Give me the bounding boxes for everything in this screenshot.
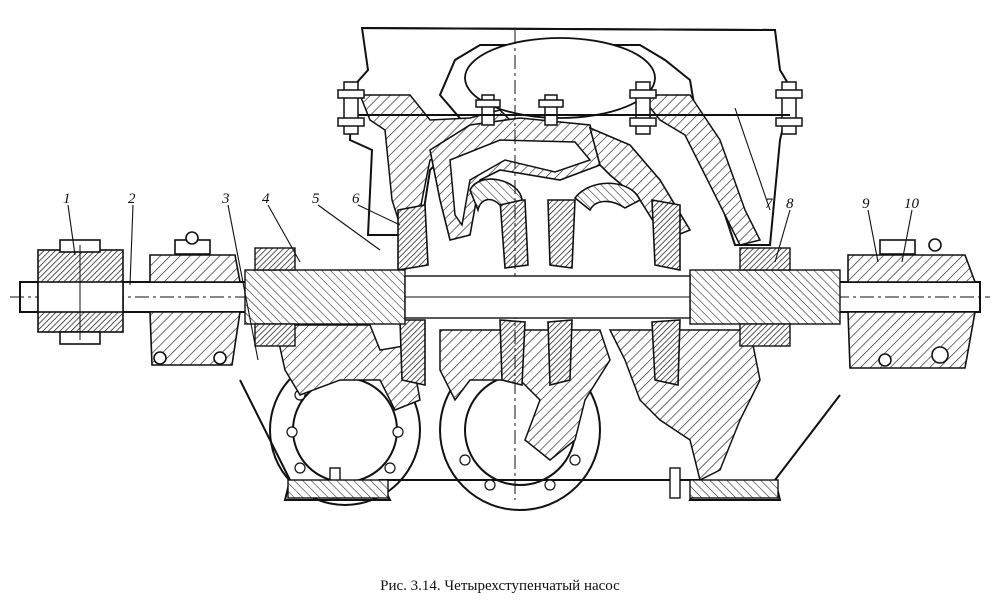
impellers-upper: [397, 178, 681, 271]
lower-casing-wall-right: [608, 329, 761, 482]
callout-5: 5: [312, 191, 320, 207]
lower-casing-wall-left: [274, 324, 421, 411]
callout-10: 10: [904, 196, 920, 212]
callout-3: 3: [221, 191, 230, 207]
callout-1: 1: [63, 191, 71, 207]
bearing-housing-left: [149, 231, 241, 366]
callout-9: 9: [862, 196, 870, 212]
callout-leaders: [67, 107, 913, 361]
callout-4: 4: [262, 191, 270, 207]
figure-caption: Рис. 3.14. Четырехступенчатый насос: [380, 578, 620, 594]
seal-glands: [254, 247, 791, 347]
coupling: [37, 239, 124, 345]
flange-bolts-top: [337, 81, 803, 135]
crossover-cavity: [449, 139, 592, 227]
callout-6: 6: [352, 191, 360, 207]
callout-8: 8: [786, 196, 794, 212]
callout-7: 7: [765, 196, 774, 212]
upper-casing-wall-right: [638, 94, 762, 246]
impellers-lower: [399, 319, 681, 387]
callout-labels: 1 2 3 4 5 6 7 8 9 10: [63, 191, 920, 212]
bearing-housing-right: [847, 238, 977, 369]
upper-dome: [464, 37, 656, 119]
feet-bolts: [287, 467, 779, 499]
shaft-sleeves: [244, 269, 841, 325]
callout-2: 2: [128, 191, 136, 207]
